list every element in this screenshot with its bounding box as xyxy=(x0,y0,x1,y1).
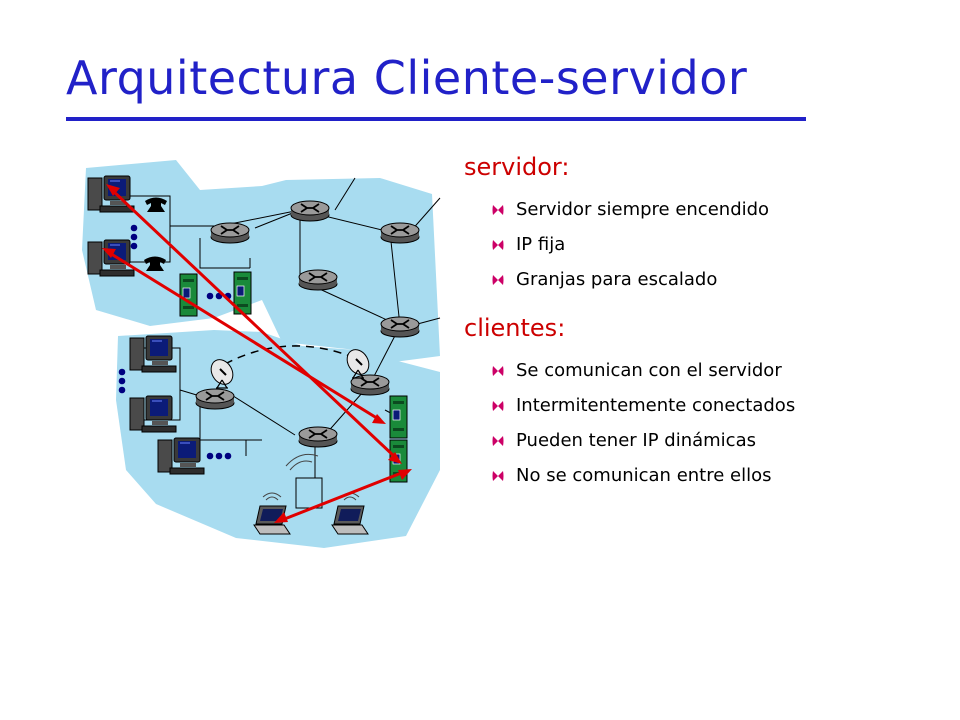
more-hosts-ellipsis xyxy=(206,452,232,460)
list-item: Pueden tener IP dinámicas xyxy=(492,430,795,465)
list-item-text: Intermitentemente conectados xyxy=(516,395,796,416)
bullet-icon xyxy=(492,401,504,411)
list-item: Servidor siempre encendido xyxy=(492,199,770,234)
router-icon xyxy=(290,200,330,222)
network-diagram xyxy=(82,160,441,548)
router-icon xyxy=(298,269,338,291)
server-icon xyxy=(179,273,198,317)
list-item-text: Se comunican con el servidor xyxy=(516,360,782,381)
list-item: No se comunican entre ellos xyxy=(492,465,795,500)
server-icon xyxy=(389,395,408,439)
list-item: Granjas para escalado xyxy=(492,269,769,304)
clientes-bullet-list: Se comunican con el servidor Intermitent… xyxy=(492,360,796,500)
desktop-computer-icon xyxy=(157,437,205,475)
slide-title: Arquitectura Cliente-servidor xyxy=(66,51,748,105)
list-item-text: Granjas para escalado xyxy=(516,269,718,290)
desktop-computer-icon xyxy=(129,335,177,373)
client-server-connections xyxy=(102,184,412,523)
list-item: Se comunican con el servidor xyxy=(492,360,795,395)
more-hosts-ellipsis xyxy=(130,224,138,250)
servidor-bullet-list: Servidor siempre encendido IP fija Granj… xyxy=(492,199,770,304)
list-item-text: Pueden tener IP dinámicas xyxy=(516,430,756,451)
list-item-text: No se comunican entre ellos xyxy=(516,465,772,486)
bullet-icon xyxy=(492,275,504,285)
bullet-icon xyxy=(492,205,504,215)
list-item: IP fija xyxy=(492,234,769,269)
router-icon xyxy=(380,316,420,338)
desktop-computer-icon xyxy=(87,175,135,213)
bullet-icon xyxy=(492,240,504,250)
router-icon xyxy=(210,222,250,244)
desktop-computer-icon xyxy=(129,395,177,433)
title-underline xyxy=(66,117,806,121)
bullet-icon xyxy=(492,471,504,481)
clientes-heading: clientes: xyxy=(464,314,566,342)
router-icon xyxy=(380,222,420,244)
bullet-icon xyxy=(492,366,504,376)
radio-link-dashed xyxy=(224,345,361,365)
network-cloud-top-left xyxy=(82,160,262,326)
router-icon xyxy=(195,388,235,410)
list-item: Intermitentemente conectados xyxy=(492,395,796,430)
router-icon xyxy=(298,426,338,448)
bullet-icon xyxy=(492,436,504,446)
list-item-text: Servidor siempre encendido xyxy=(516,199,770,220)
servidor-heading: servidor: xyxy=(464,153,570,181)
more-hosts-ellipsis xyxy=(118,368,126,394)
list-item-text: IP fija xyxy=(516,234,566,255)
